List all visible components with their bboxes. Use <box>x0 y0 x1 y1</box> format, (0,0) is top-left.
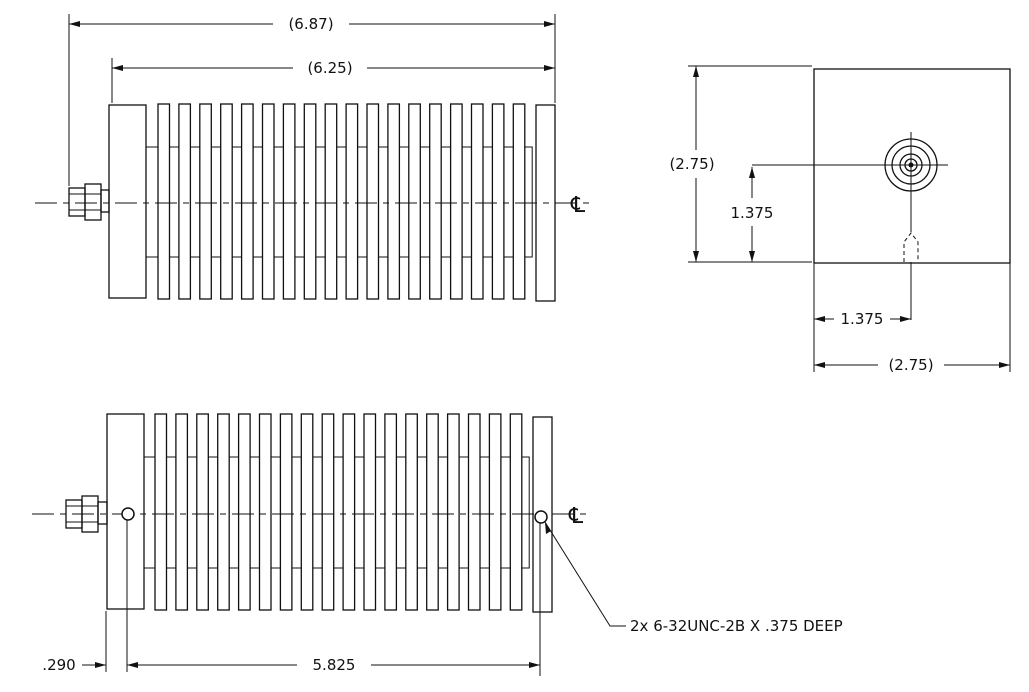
heatsink-fin <box>366 103 380 300</box>
arrowhead <box>814 362 825 368</box>
heatsink-fin <box>405 413 418 611</box>
heatsink-fin <box>491 103 505 300</box>
heatsink-fin <box>279 413 293 611</box>
heatsink-fin <box>261 103 275 300</box>
heatsink-fin <box>321 413 335 611</box>
heatsink-fin <box>237 413 251 611</box>
centerline-symbol: ℄ <box>568 504 584 529</box>
heatsink-fin <box>384 413 398 611</box>
heatsink-fin <box>512 103 526 300</box>
heatsink-fin <box>157 103 171 300</box>
arrowhead <box>693 66 699 77</box>
arrowhead <box>999 362 1010 368</box>
heatsink-fins-top <box>145 103 533 300</box>
heatsink-fin <box>199 103 212 300</box>
arrowhead <box>529 662 540 668</box>
end-view: (2.75) 1.375 1.375 (2.75) <box>669 65 1011 374</box>
mounting-hole-front <box>121 507 135 521</box>
heatsink-fin <box>303 103 317 300</box>
dim-center-vertical: 1.375 <box>731 204 774 222</box>
heatsink-fin <box>300 413 314 611</box>
heatsink-fin <box>154 413 168 611</box>
connector-nut-top <box>84 183 102 221</box>
mounting-hole-rear <box>534 510 548 524</box>
heatsink-fin <box>175 413 189 611</box>
heatsink-fin <box>363 413 377 611</box>
heatsink-fin <box>488 413 502 611</box>
arrowhead <box>544 65 555 71</box>
arrowhead <box>693 251 699 262</box>
heatsink-fin <box>217 413 230 611</box>
connector-body-top <box>68 187 86 217</box>
heatsink-fin <box>258 413 272 611</box>
heatsink-fin <box>324 103 338 300</box>
heatsink-fin <box>345 103 359 300</box>
hidden-tapped-hole <box>903 232 919 262</box>
dim-end-height: (2.75) <box>669 155 714 173</box>
centerline-symbol: ℄ <box>570 193 586 218</box>
heatsink-fin <box>342 413 356 611</box>
arrowhead <box>545 522 551 534</box>
heatsink-fin <box>196 413 209 611</box>
heatsink-fin <box>467 413 481 611</box>
heatsink-fin <box>446 413 460 611</box>
connector-base-top <box>100 189 110 213</box>
tap-note: 2x 6-32UNC-2B X .375 DEEP <box>630 617 843 635</box>
heatsink-fin <box>449 103 463 300</box>
dim-center-horizontal: 1.375 <box>841 310 884 328</box>
heatsink-fin <box>509 413 523 611</box>
heatsink-fin <box>282 103 296 300</box>
arrowhead <box>749 251 755 262</box>
front-flange-top <box>108 104 147 299</box>
dim-body-length: (6.25) <box>307 59 352 77</box>
dim-hole-spacing: 5.825 <box>313 656 356 674</box>
heatsink-fin <box>408 103 421 300</box>
heatsink-fin <box>178 103 192 300</box>
heatsink-fin <box>429 103 442 300</box>
arrowhead <box>127 662 138 668</box>
heatsink-fin <box>387 103 401 300</box>
heatsink-fin <box>470 103 484 300</box>
heatsink-fin <box>426 413 439 611</box>
arrowhead <box>749 167 755 178</box>
leader-line <box>544 521 626 627</box>
dim-hole-offset: .290 <box>42 656 75 674</box>
arrowhead <box>544 21 555 27</box>
end-plate-outline <box>813 68 1011 264</box>
side-view-top: ℄ (6.87) (6.25) <box>35 14 590 302</box>
arrowhead <box>814 316 825 322</box>
arrowhead <box>900 316 911 322</box>
connector-base-bottom <box>97 501 108 525</box>
heatsink-fin <box>240 103 254 300</box>
dim-end-width: (2.75) <box>888 356 933 374</box>
dim-overall-length: (6.87) <box>288 15 333 33</box>
arrowhead <box>95 662 106 668</box>
heatsink-fins-bottom <box>142 413 530 611</box>
arrowhead <box>112 65 123 71</box>
heatsink-fin <box>220 103 233 300</box>
side-view-bottom: ℄ 2x 6-32UNC-2B X .375 DEEP .290 5.825 <box>32 413 843 676</box>
arrowhead <box>69 21 80 27</box>
